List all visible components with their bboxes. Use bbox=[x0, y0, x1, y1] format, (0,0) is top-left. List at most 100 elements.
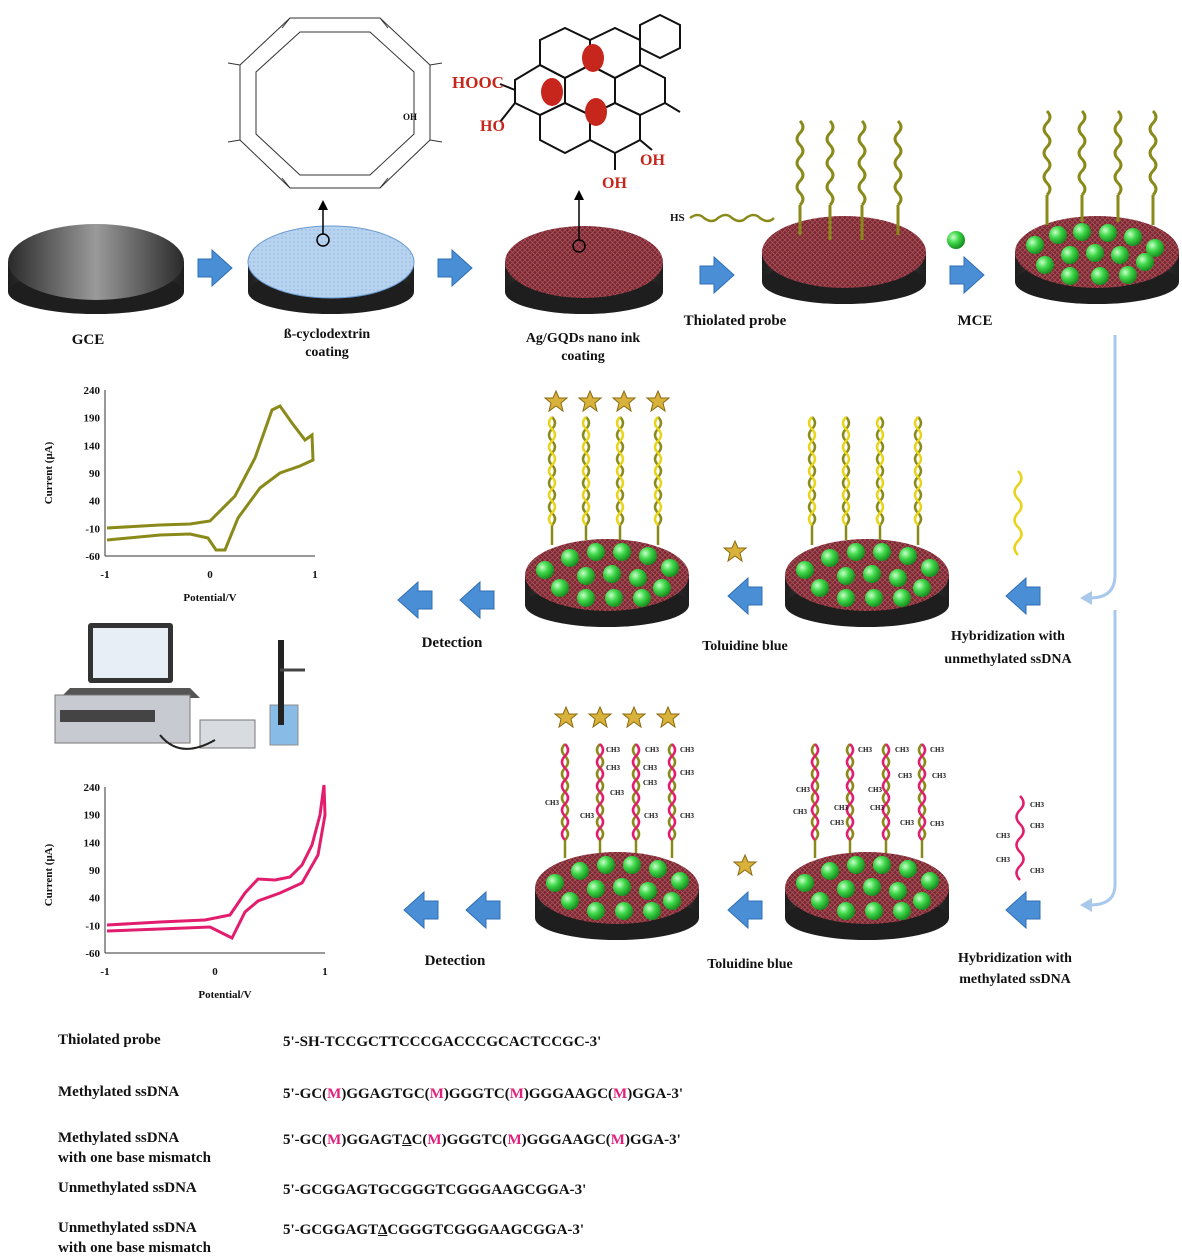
gqd-molecule bbox=[499, 13, 681, 170]
arrow-icon bbox=[1005, 577, 1041, 615]
toluidine-blue-icon bbox=[554, 706, 578, 728]
sequence-name: Methylated ssDNA bbox=[58, 1084, 180, 1100]
hooc-label: HOOC bbox=[452, 73, 504, 92]
svg-text:CH3: CH3 bbox=[645, 746, 660, 754]
svg-text:CH3: CH3 bbox=[644, 812, 659, 820]
toluidine-blue-icon bbox=[723, 540, 747, 562]
y-tick-label: 90 bbox=[89, 468, 101, 480]
svg-text:CH3: CH3 bbox=[868, 786, 883, 794]
svg-text:CH3: CH3 bbox=[610, 789, 625, 797]
svg-text:CH3: CH3 bbox=[643, 764, 658, 772]
x-tick-label: -1 bbox=[100, 966, 109, 978]
electrode-thiolated-probe bbox=[762, 216, 926, 304]
svg-text:CH3: CH3 bbox=[870, 804, 885, 812]
svg-text:CH3: CH3 bbox=[680, 812, 695, 820]
toluidine-blue-icon bbox=[588, 706, 612, 728]
y-tick-label: -10 bbox=[85, 523, 100, 535]
svg-text:CH3: CH3 bbox=[996, 832, 1011, 840]
y-tick-label: 190 bbox=[84, 810, 101, 822]
svg-text:CH3: CH3 bbox=[1030, 801, 1045, 809]
svg-text:CH3: CH3 bbox=[858, 746, 873, 754]
svg-text:CH3: CH3 bbox=[900, 819, 915, 827]
top-ylabel: Current (μA) bbox=[43, 441, 55, 504]
ho-label: HO bbox=[480, 118, 505, 135]
sequence-name: Unmethylated ssDNA bbox=[58, 1180, 197, 1196]
electrode-methylated-hybrid bbox=[785, 852, 949, 940]
arrow-icon bbox=[1005, 891, 1041, 929]
svg-text:CH3: CH3 bbox=[580, 812, 595, 820]
sequence-name: Thiolated probe bbox=[58, 1032, 161, 1048]
y-tick-label: -60 bbox=[85, 948, 100, 960]
svg-text:CH3: CH3 bbox=[680, 746, 695, 754]
svg-text:CH3: CH3 bbox=[996, 856, 1011, 864]
svg-text:CH3: CH3 bbox=[643, 779, 658, 787]
methylated-strands bbox=[810, 743, 1025, 881]
x-tick-label: 0 bbox=[207, 569, 213, 581]
arrow-icon bbox=[437, 249, 473, 287]
x-tick-label: 0 bbox=[212, 966, 218, 978]
y-tick-label: 190 bbox=[84, 413, 101, 425]
label-thiolated: Thiolated probe bbox=[684, 313, 787, 329]
label-detection-unmeth: Detection bbox=[422, 635, 483, 651]
svg-text:CH3: CH3 bbox=[606, 764, 621, 772]
ch3-labels-stained: CH3 CH3 CH3 CH3 CH3 CH3 CH3 CH3 CH3 CH3 … bbox=[545, 746, 695, 820]
y-tick-label: 240 bbox=[84, 385, 101, 397]
y-tick-label: 40 bbox=[89, 496, 101, 508]
x-tick-label: 1 bbox=[322, 966, 328, 978]
arrow-icon bbox=[459, 581, 495, 619]
cyclodextrin-molecule bbox=[227, 17, 443, 189]
x-tick-label: 1 bbox=[312, 569, 318, 581]
cv-curve-bottom bbox=[106, 784, 327, 941]
cyclodextrin-oh: OH bbox=[403, 112, 417, 122]
double-strands-stained bbox=[547, 416, 663, 545]
sequence-text: 5'-GCGGAGTΔCGGGTCGGGAAGCGGA-3' bbox=[283, 1222, 585, 1238]
electrode-ag-gqds bbox=[505, 190, 663, 314]
svg-text:CH3: CH3 bbox=[930, 820, 945, 828]
label-hyb-meth-2: methylated ssDNA bbox=[959, 972, 1071, 987]
top-xlabel: Potential/V bbox=[183, 592, 236, 604]
svg-text:CH3: CH3 bbox=[834, 804, 849, 812]
label-hyb-unmeth-1: Hybridization with bbox=[951, 629, 1065, 644]
toluidine-blue-icon bbox=[622, 706, 646, 728]
ch3-labels-methylated: CH3 CH3 CH3 CH3 CH3 CH3 CH3 CH3 CH3 CH3 … bbox=[793, 746, 1045, 875]
arrow-icon bbox=[397, 581, 433, 619]
y-tick-label: 90 bbox=[89, 865, 101, 877]
svg-text:CH3: CH3 bbox=[545, 799, 560, 807]
oh-label-bottom: OH bbox=[602, 175, 627, 192]
svg-text:CH3: CH3 bbox=[895, 746, 910, 754]
electrode-mce bbox=[1015, 216, 1179, 304]
electrode-cyclodextrin bbox=[247, 200, 415, 314]
toluidine-blue-icon bbox=[646, 390, 670, 412]
label-detection-meth: Detection bbox=[425, 953, 486, 969]
sequence-text: 5'-GCGGAGTGCGGGTCGGGAAGCGGA-3' bbox=[283, 1182, 587, 1198]
arrow-icon bbox=[465, 891, 501, 929]
label-ag-2: coating bbox=[561, 349, 605, 364]
electrode-gce bbox=[8, 224, 184, 314]
toluidine-blue-icon bbox=[733, 854, 757, 876]
bottom-xlabel: Potential/V bbox=[198, 989, 251, 1001]
label-hyb-unmeth-2: unmethylated ssDNA bbox=[944, 652, 1072, 667]
label-hyb-meth-1: Hybridization with bbox=[958, 951, 1072, 966]
label-cd-1: ß-cyclodextrin bbox=[284, 327, 371, 342]
y-tick-label: 140 bbox=[84, 837, 101, 849]
label-ag-1: Ag/GQDs nano ink bbox=[526, 331, 641, 346]
arrow-icon bbox=[403, 891, 439, 929]
sequence-text: 5'-GC(M)GGAGTGC(M)GGGTC(M)GGGAAGC(M)GGA-… bbox=[283, 1086, 684, 1102]
svg-text:CH3: CH3 bbox=[932, 772, 947, 780]
arrow-icon bbox=[197, 249, 233, 287]
svg-text:CH3: CH3 bbox=[830, 819, 845, 827]
y-tick-label: -60 bbox=[85, 551, 100, 563]
hs-label: HS bbox=[670, 212, 685, 224]
toluidine-blue-icon bbox=[578, 390, 602, 412]
electrode-methylated-stained bbox=[535, 852, 699, 940]
cv-curve-top bbox=[106, 404, 315, 552]
arrow-icon bbox=[949, 256, 985, 294]
toluidine-blue-icon bbox=[612, 390, 636, 412]
svg-text:CH3: CH3 bbox=[796, 786, 811, 794]
svg-text:CH3: CH3 bbox=[930, 746, 945, 754]
svg-text:CH3: CH3 bbox=[606, 746, 621, 754]
